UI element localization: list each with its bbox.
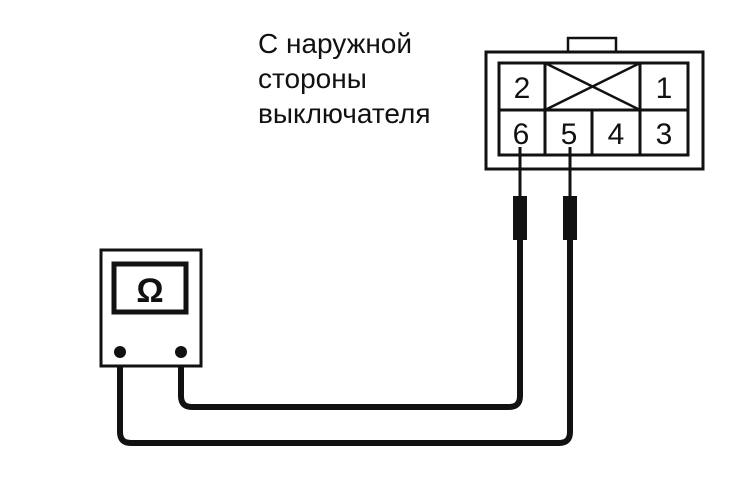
ohmmeter-display bbox=[111, 261, 189, 315]
pin-label-1: 1 bbox=[656, 72, 673, 105]
caption-line-1: С наружной bbox=[258, 28, 413, 59]
test-lead-to-pin-6 bbox=[178, 240, 523, 410]
blank-cavity-cross bbox=[544, 61, 641, 112]
caption: С наружной стороны выключателя bbox=[258, 26, 430, 131]
pin-label-5: 5 bbox=[561, 118, 578, 151]
probe-pin-5 bbox=[563, 147, 577, 240]
switch-connector: 2 1 6 5 4 3 bbox=[484, 36, 705, 171]
pin-label-4: 4 bbox=[608, 118, 625, 151]
ohmmeter: Ω bbox=[99, 248, 203, 368]
ohmmeter-icon: Ω bbox=[136, 272, 163, 310]
pin-label-3: 3 bbox=[656, 118, 673, 151]
meter-terminal bbox=[114, 346, 126, 358]
probe-pin-6 bbox=[513, 147, 527, 240]
test-lead-to-pin-5 bbox=[117, 240, 573, 446]
caption-line-3: выключателя bbox=[258, 98, 431, 129]
caption-line-2: стороны bbox=[258, 63, 367, 94]
meter-terminal bbox=[175, 346, 187, 358]
pin-label-2: 2 bbox=[514, 72, 531, 105]
pin-label-6: 6 bbox=[513, 118, 530, 151]
